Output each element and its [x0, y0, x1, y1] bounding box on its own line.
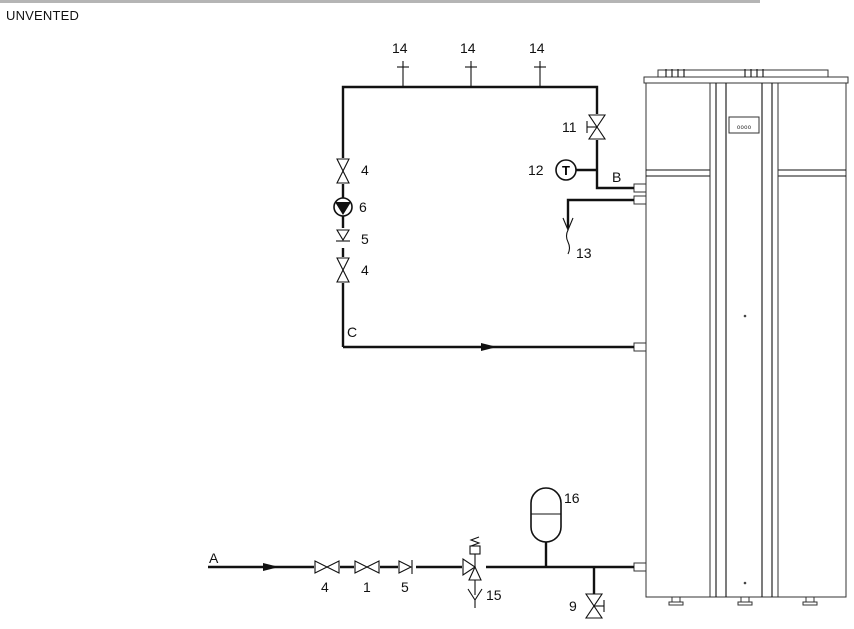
thermometer-gauge-icon: [555, 159, 577, 181]
label-1: 1: [363, 579, 371, 595]
circulating-pump-6: [333, 197, 353, 217]
pump-icon: [335, 202, 351, 215]
label-9: 9: [569, 598, 577, 614]
diagram-title: UNVENTED: [6, 8, 80, 23]
svg-text:oooo: oooo: [737, 124, 752, 131]
isolating-valve-11: [586, 114, 607, 140]
label-12: 12: [528, 162, 544, 178]
cylinder-connection-ports: [633, 183, 647, 572]
thermometer-12: T: [555, 159, 597, 181]
label-14-right: 14: [529, 40, 545, 56]
label-11: 11: [562, 119, 577, 135]
thermometer-symbol: T: [562, 163, 570, 178]
flow-direction-arrow: [481, 343, 497, 351]
cold-mains-supply-pipe: [208, 563, 634, 571]
pressure-relief-valve-15: [462, 536, 486, 608]
drain-pipe-13: [562, 198, 634, 255]
label-4-upper: 4: [361, 162, 369, 178]
label-C: C: [347, 324, 357, 340]
label-5: 5: [361, 231, 369, 247]
isolating-valve-4-inlet: [314, 560, 340, 574]
inlet-flow-arrow: [263, 563, 279, 571]
outlet-14-left: [397, 61, 409, 87]
label-4-lower: 4: [361, 262, 369, 278]
label-6: 6: [359, 199, 367, 215]
check-valve-5-inlet: [398, 560, 416, 574]
label-16: 16: [564, 490, 580, 506]
label-14-left: 14: [392, 40, 408, 56]
cylinder-top-plate: [657, 69, 829, 78]
pressure-reducing-valve-1: [354, 560, 380, 574]
centre-marker-dot: [743, 314, 747, 318]
label-4-inlet: 4: [321, 579, 329, 595]
hot-water-cylinder: oooo: [633, 69, 849, 606]
check-valve-5: [336, 228, 350, 248]
outlet-14-middle: [465, 61, 477, 87]
label-5-inlet: 5: [401, 579, 409, 595]
label-15: 15: [486, 587, 502, 603]
cylinder-front-column: [709, 82, 779, 598]
component-labels: 14 14 14 11 12 B 13 4 6 5 4 C A 4 1 5 16…: [209, 40, 621, 614]
isolating-valve-4-upper: [336, 158, 350, 184]
label-13: 13: [576, 245, 592, 261]
label-14-middle: 14: [460, 40, 476, 56]
isolating-valve-4-lower: [336, 257, 350, 283]
control-display: [728, 116, 760, 134]
top-divider: [0, 0, 760, 3]
label-B: B: [612, 169, 621, 185]
cylinder-top-vents: [665, 69, 764, 77]
label-A: A: [209, 550, 219, 566]
outlet-14-right: [534, 61, 546, 87]
cylinder-feet: [668, 596, 818, 606]
cylinder-top-cap: [643, 76, 849, 84]
drain-valve-9: [584, 567, 605, 619]
expansion-vessel-16: [530, 487, 562, 567]
